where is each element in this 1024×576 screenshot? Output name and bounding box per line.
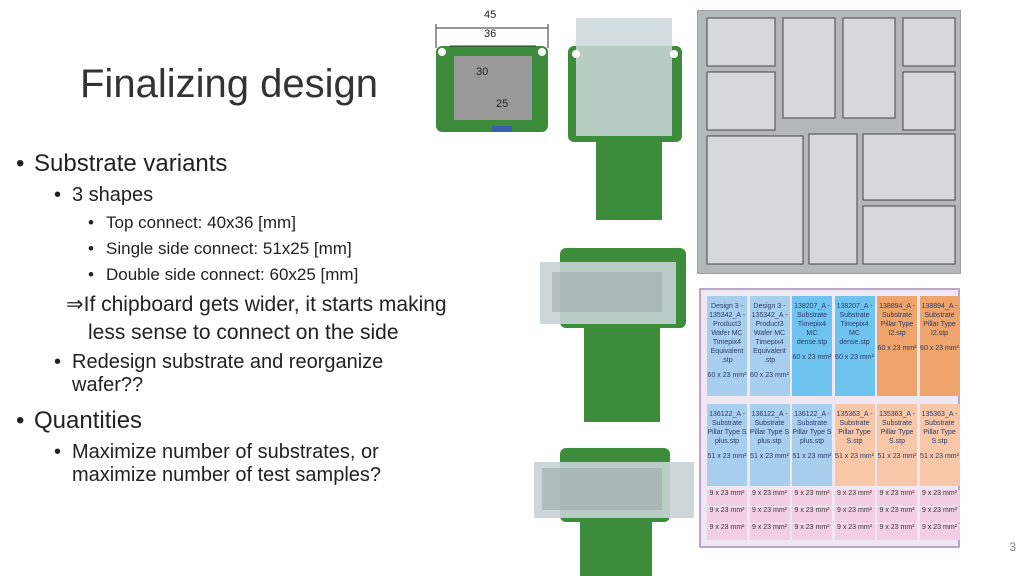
small-cell: 9 x 23 mm² [749, 507, 790, 523]
wafer-layout-image [697, 10, 961, 274]
bullet-double-side: •Double side connect: 60x25 [mm] [88, 265, 359, 284]
small-cell: 9 x 23 mm² [707, 490, 747, 506]
small-cell: 9 x 23 mm² [707, 524, 747, 540]
small-cell: 9 x 23 mm² [749, 490, 790, 506]
slide-title: Finalizing design [80, 62, 378, 106]
table-cell: 136122_A -Substrate Pillar Type S plus.s… [792, 404, 832, 486]
board-render-top [568, 18, 682, 220]
bullet-list: •Substrate variants •3 shapes •Top conne… [16, 150, 496, 493]
dim-45: 45 [484, 9, 497, 21]
small-cell: 9 x 23 mm² [877, 490, 917, 506]
table-cell: Design 3 - 135342_A -Product3 Wafer MC T… [749, 296, 790, 396]
small-cell: 9 x 23 mm² [792, 490, 832, 506]
small-cell: 9 x 23 mm² [877, 524, 917, 540]
board-render-single-side [540, 248, 686, 422]
small-cell: 9 x 23 mm² [792, 524, 832, 540]
table-cell: 136122_A -Substrate Pillar Type S plus.s… [707, 404, 747, 486]
table-cell: 138207_A -Substrate Timepix4 MC dense.st… [834, 296, 875, 396]
implies-arrow-icon: ⇒ [66, 293, 84, 316]
bullet-quantities: •Quantities [16, 407, 143, 434]
small-cell: 9 x 23 mm² [919, 490, 960, 506]
bullet-top-connect: •Top connect: 40x36 [mm] [88, 213, 296, 232]
small-cell: 9 x 23 mm² [834, 490, 875, 506]
substrate-quantity-table: Design 3 - 135342_A -Product3 Wafer MC T… [699, 288, 960, 548]
small-cell: 9 x 23 mm² [919, 507, 960, 523]
page-number: 3 [1009, 540, 1016, 554]
top-connect-board-drawing [435, 24, 549, 132]
board-render-double-side [534, 448, 694, 576]
dim-25: 25 [496, 98, 509, 110]
table-cell: 136122_A -Substrate Pillar Type S plus.s… [749, 404, 790, 486]
small-cell: 9 x 23 mm² [749, 524, 790, 540]
table-cell: 138207_A -Substrate Timepix4 MC dense.st… [792, 296, 832, 396]
small-cell: 9 x 23 mm² [707, 507, 747, 523]
bullet-3-shapes: •3 shapes [54, 184, 154, 206]
bullet-substrate-variants: •Substrate variants [16, 150, 228, 177]
table-cell: Design 3 - 135342_A -Product3 Wafer MC T… [707, 296, 747, 396]
bullet-single-side: •Single side connect: 51x25 [mm] [88, 239, 352, 258]
small-cell: 9 x 23 mm² [834, 524, 875, 540]
small-cell: 9 x 23 mm² [834, 507, 875, 523]
arrow-note: ⇒If chipboard gets wider, it starts maki… [66, 293, 447, 344]
dim-36: 36 [484, 28, 497, 40]
small-cell: 9 x 23 mm² [792, 507, 832, 523]
small-cell: 9 x 23 mm² [877, 507, 917, 523]
small-cell: 9 x 23 mm² [919, 524, 960, 540]
dim-30: 30 [476, 66, 489, 78]
